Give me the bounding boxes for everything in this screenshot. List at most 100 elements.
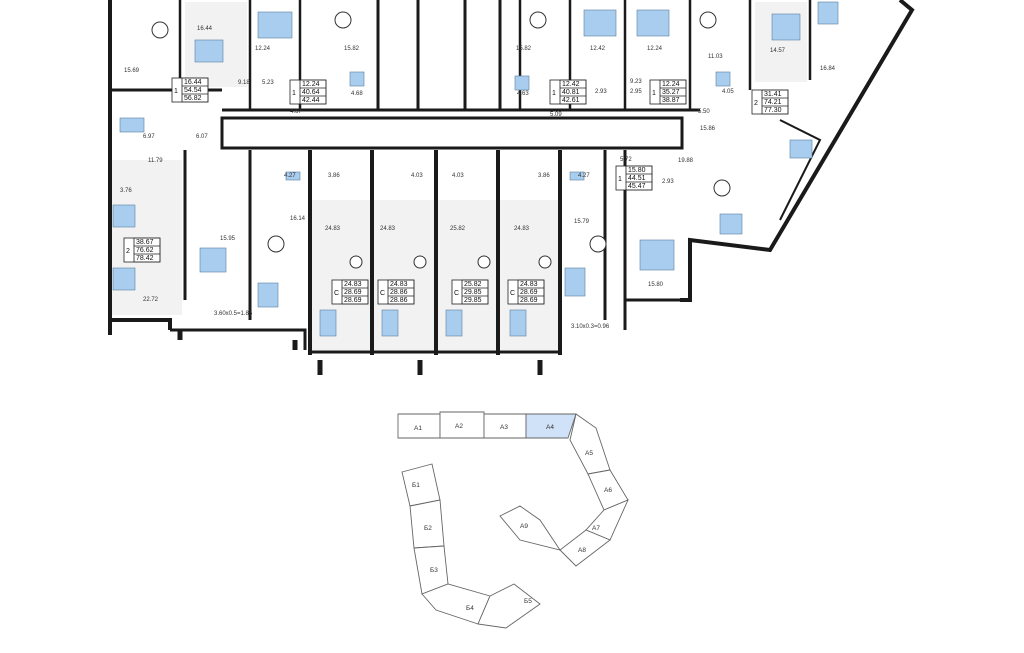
room-area-label: 12.24	[647, 46, 663, 52]
table-icon	[538, 255, 552, 269]
unit-area-value: 28.69	[520, 289, 538, 296]
room-area-label: 24.83	[380, 226, 396, 232]
unit-room-count: 1	[292, 90, 296, 97]
unit-area-value: 38.87	[662, 97, 680, 104]
unit-area-value: 24.83	[344, 281, 362, 288]
room-area-label: 25.82	[450, 226, 466, 232]
room-area-label: 16.84	[820, 66, 836, 72]
unit-area-value: 77.30	[764, 107, 782, 114]
table-icon	[699, 11, 717, 29]
room-area-label: 15.82	[516, 46, 532, 52]
unit-room-count: C	[380, 290, 385, 297]
balcony-stubs	[177, 330, 543, 375]
table-icon	[529, 11, 547, 29]
room-area-label: 2.95	[630, 89, 642, 95]
sofa-icon	[509, 309, 527, 337]
table-icon	[413, 255, 427, 269]
room-area-label: 4.63	[517, 91, 529, 97]
bath-icon	[514, 75, 530, 91]
site-section-label: А9	[520, 523, 528, 530]
room-area-label: 3.10x0.3=0.96	[571, 324, 610, 330]
bed-icon	[639, 239, 675, 271]
room-area-label: 11.03	[708, 54, 723, 60]
table-icon	[349, 255, 363, 269]
site-section: Б2	[409, 499, 445, 549]
room-area-label: 12.24	[255, 46, 271, 52]
dining-tables	[151, 11, 731, 269]
furniture-accents	[112, 1, 839, 337]
site-section-label: Б3	[430, 567, 438, 574]
unit-area-cards: 116.4454.5456.82112.2440.6442.44112.4240…	[123, 77, 789, 305]
unit-area-value: 24.83	[390, 281, 408, 288]
bed-icon	[257, 11, 293, 39]
site-section-label: А6	[604, 487, 612, 494]
room-area-label: 15.95	[220, 236, 236, 242]
room-area-label: 2.93	[662, 179, 674, 185]
site-section-label: А7	[592, 525, 600, 532]
bed-icon	[199, 247, 227, 273]
room-area-label: 12.42	[590, 46, 606, 52]
unit-area-value: 42.61	[562, 97, 580, 104]
bed-icon	[771, 13, 801, 41]
room-area-label: 5.23	[262, 80, 274, 86]
unit-area-value: 15.80	[628, 167, 646, 174]
unit-area-value: 42.44	[302, 97, 320, 104]
table-icon	[589, 235, 607, 253]
site-section: А8	[559, 529, 611, 567]
site-section-label: А2	[455, 423, 463, 430]
room-area-label: 24.83	[325, 226, 341, 232]
unit-room-count: 1	[552, 90, 556, 97]
unit-area-value: 29.85	[464, 297, 482, 304]
bed-icon	[636, 9, 670, 37]
lower-left-walls	[183, 150, 627, 330]
bath-icon	[119, 117, 145, 133]
unit-area-value: 12.24	[662, 81, 680, 88]
site-section: Б5	[477, 583, 541, 629]
outer-wall-right-inner	[779, 119, 822, 221]
room-area-label: 16.44	[197, 26, 213, 32]
studio-walls	[308, 150, 562, 355]
room-area-label: 22.72	[143, 297, 159, 303]
sofa-icon	[257, 282, 279, 308]
site-section-label: А4	[546, 424, 554, 431]
unit-room-count: 1	[652, 90, 656, 97]
stair-core	[376, 0, 502, 110]
site-section: А3	[483, 413, 527, 439]
room-area-label: 3.86	[538, 173, 550, 179]
unit-area-value: 28.69	[344, 289, 362, 296]
bed-icon	[817, 1, 839, 25]
unit-area-value: 74.21	[764, 99, 782, 106]
room-area-label: 4.68	[351, 91, 363, 97]
sofa-icon	[445, 309, 463, 337]
unit-room-count: 1	[618, 176, 622, 183]
site-section-label: А8	[578, 547, 586, 554]
bed-icon	[194, 39, 224, 63]
room-area-label: 4.67	[290, 109, 302, 115]
outer-wall-left	[108, 0, 172, 330]
site-section: А5	[569, 413, 611, 475]
table-icon	[334, 11, 352, 29]
unit-area-value: 78.42	[136, 255, 154, 262]
bed-icon	[112, 204, 136, 228]
site-section-label: Б4	[466, 605, 474, 612]
site-section: Б4	[421, 583, 491, 625]
unit-area-value: 45.47	[628, 183, 646, 190]
unit-room-count: 2	[126, 248, 130, 255]
upper-partitions	[178, 0, 812, 110]
room-area-label: 11.79	[148, 158, 163, 164]
unit-area-value: 28.69	[344, 297, 362, 304]
unit-room-count: C	[510, 290, 515, 297]
table-icon	[151, 21, 169, 39]
unit-area-value: 38.67	[136, 239, 154, 246]
bath-icon	[349, 71, 365, 87]
site-section: А1	[397, 413, 441, 439]
table-icon	[267, 235, 285, 253]
